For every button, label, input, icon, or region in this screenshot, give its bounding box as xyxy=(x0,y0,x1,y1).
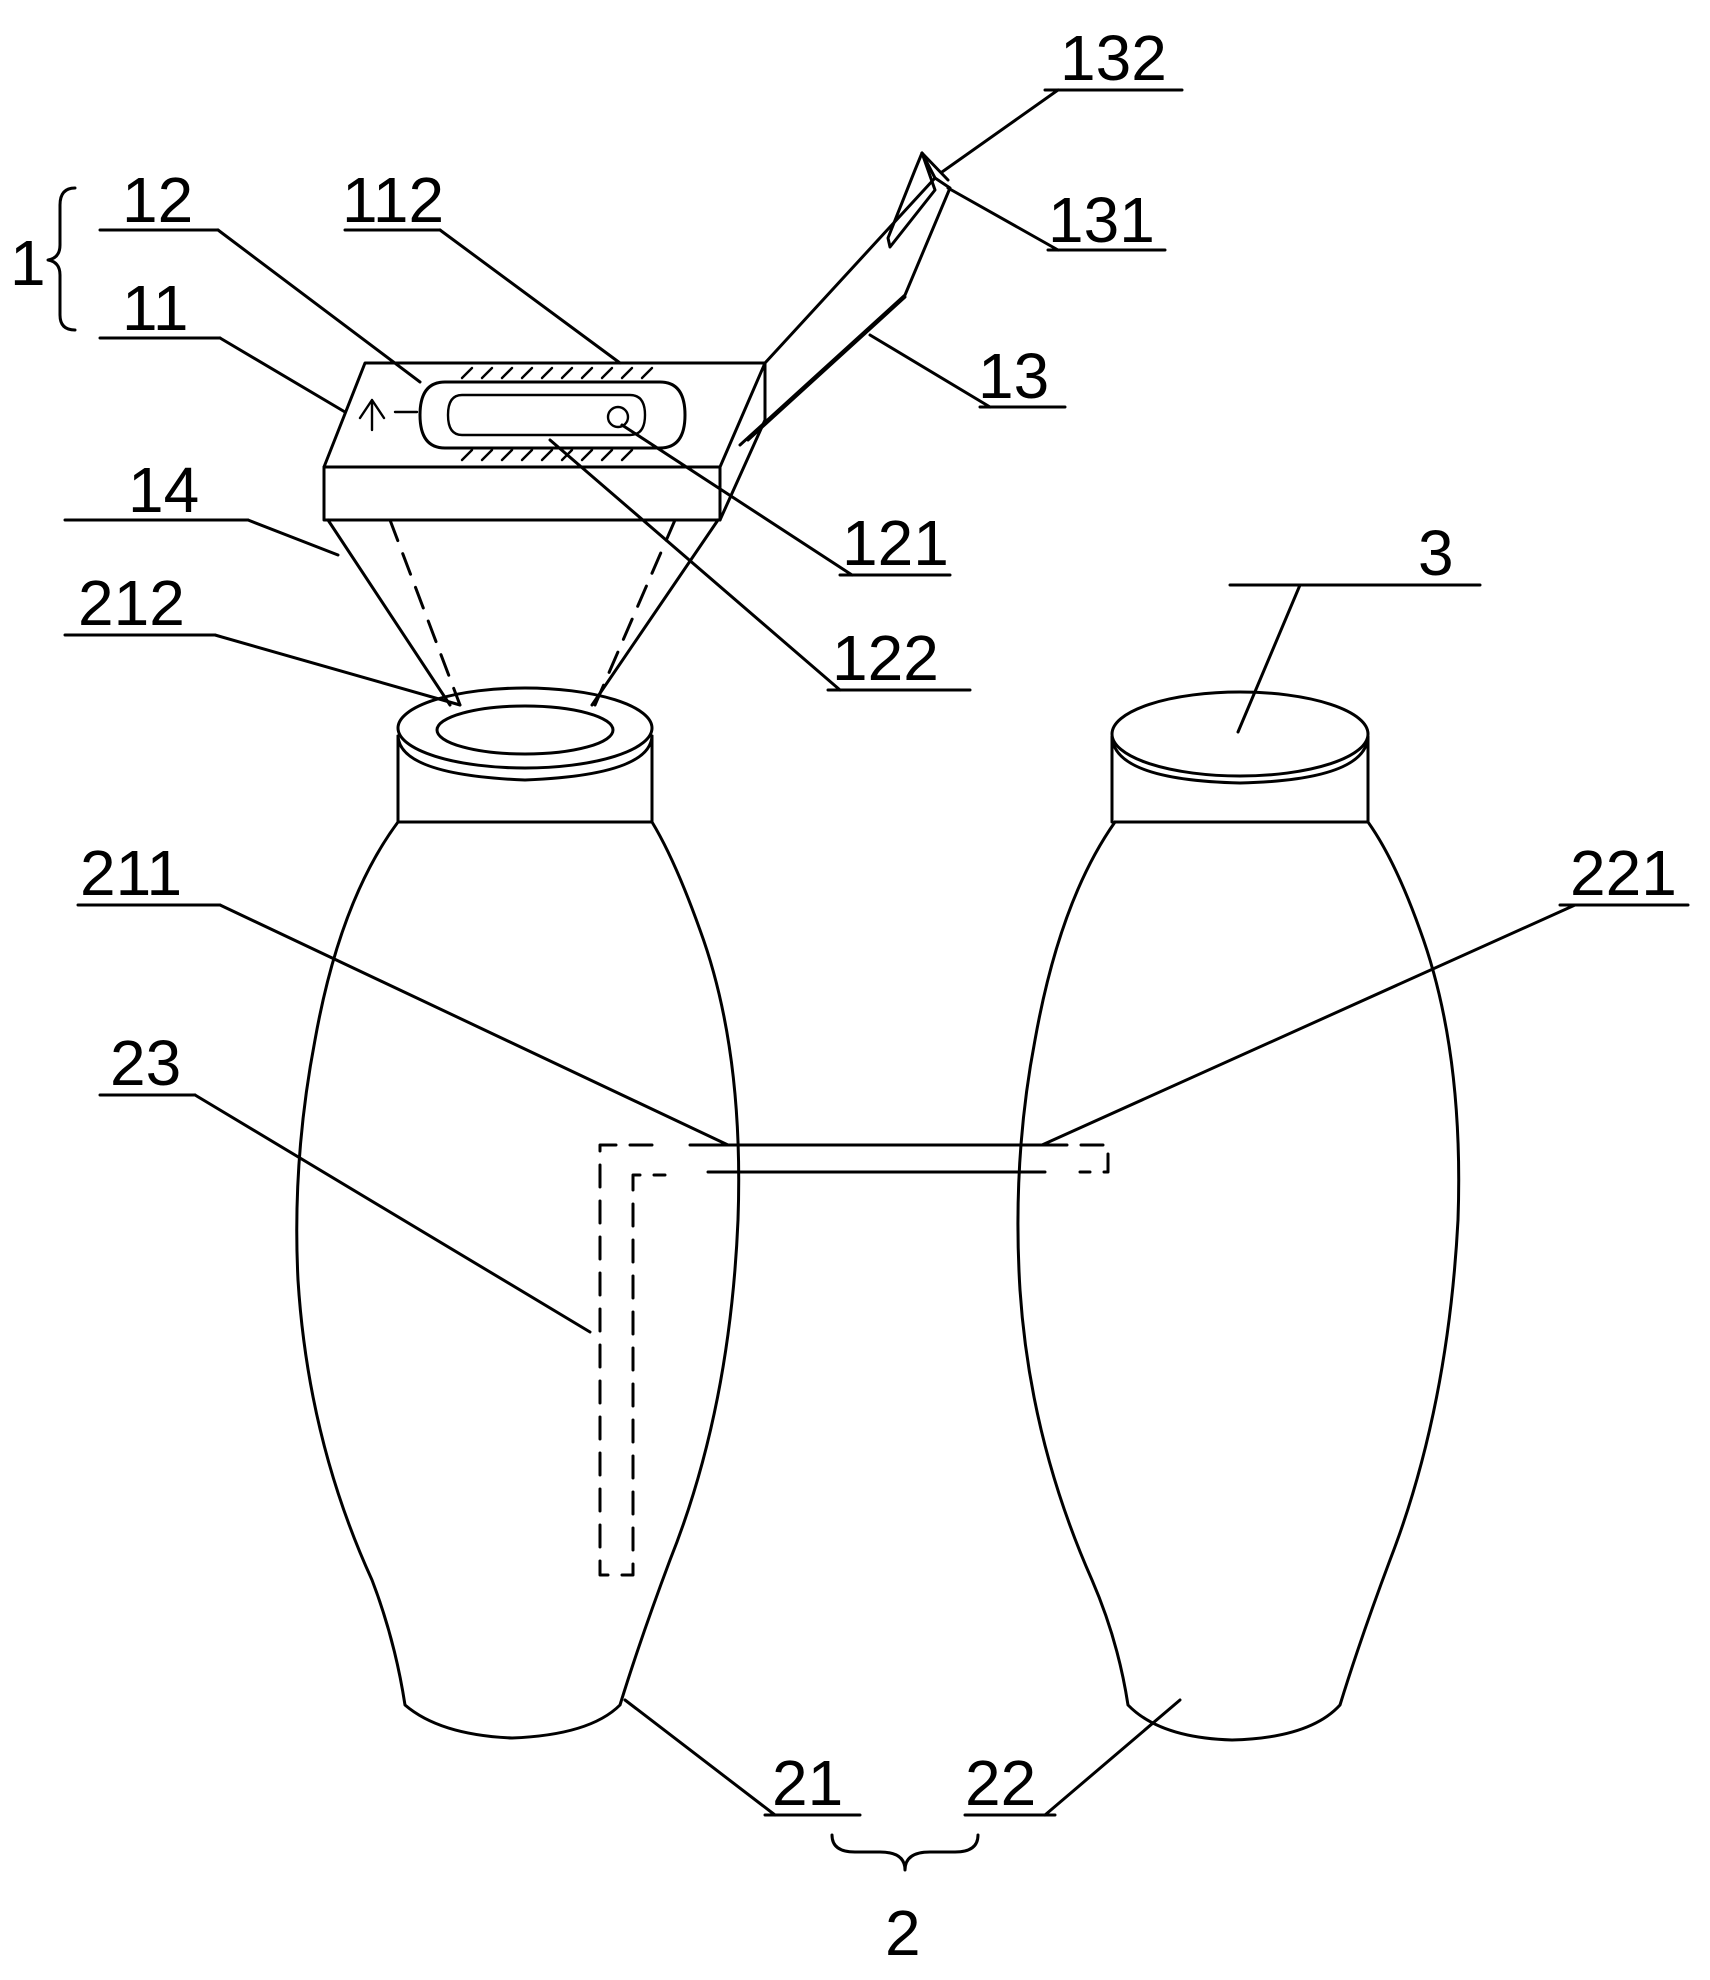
label-13: 13 xyxy=(978,340,1049,412)
bottle-21-body xyxy=(295,820,741,1740)
box-top-11 xyxy=(322,361,767,469)
inner-tube-23 xyxy=(598,1143,667,1577)
labels: 132 131 13 112 12 1 11 14 121 212 122 3 … xyxy=(10,22,1677,1969)
label-112: 112 xyxy=(342,164,444,236)
label-21: 21 xyxy=(772,1747,843,1819)
label-131: 131 xyxy=(1048,184,1155,256)
cap-3 xyxy=(1110,690,1370,778)
label-14: 14 xyxy=(128,454,199,526)
label-221: 221 xyxy=(1570,837,1677,909)
arrow-icon xyxy=(358,398,386,432)
label-2: 2 xyxy=(885,1897,921,1969)
leader-lines xyxy=(63,88,1690,1817)
label-1: 1 xyxy=(10,227,46,299)
label-3: 3 xyxy=(1418,517,1454,589)
bottle-22 xyxy=(1016,690,1461,1742)
channel-122 xyxy=(446,393,647,437)
label-22: 22 xyxy=(965,1747,1036,1819)
label-122: 122 xyxy=(832,622,939,694)
funnel-14 xyxy=(326,518,452,707)
brace-1 xyxy=(46,186,77,332)
hatch-112 xyxy=(460,366,654,462)
box-front xyxy=(322,465,722,522)
connecting-tube xyxy=(688,1143,1110,1174)
label-121: 121 xyxy=(842,507,949,579)
brace-2 xyxy=(830,1833,980,1872)
label-132: 132 xyxy=(1060,22,1167,94)
bottle-21-mouth-212 xyxy=(435,704,615,756)
bottle-22-body xyxy=(1016,820,1461,1742)
label-211: 211 xyxy=(80,837,182,909)
label-12: 12 xyxy=(122,164,193,236)
label-23: 23 xyxy=(110,1027,181,1099)
label-11: 11 xyxy=(122,272,188,344)
bottle-21-mouth-rim xyxy=(396,686,654,770)
tab-131 xyxy=(886,151,937,249)
pin-121 xyxy=(606,405,630,429)
label-212: 212 xyxy=(78,567,185,639)
lid-13 xyxy=(738,176,952,447)
bottle-21 xyxy=(295,686,741,1740)
